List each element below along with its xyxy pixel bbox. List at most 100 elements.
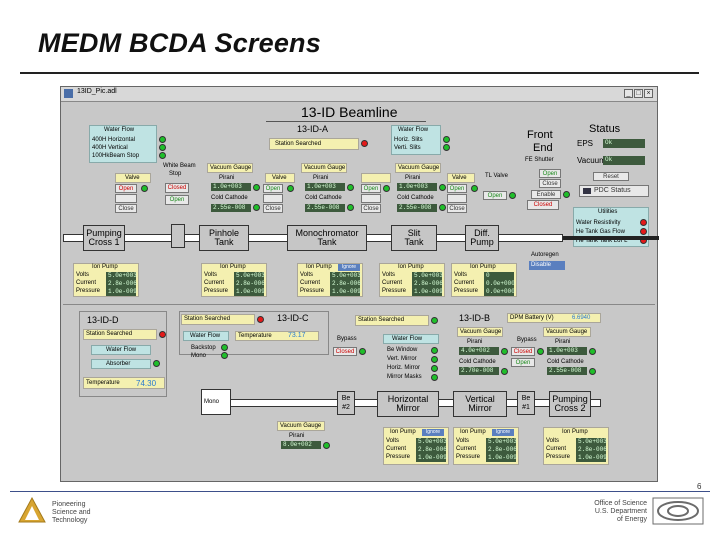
page-number: 6 — [697, 482, 702, 491]
gauge-led — [589, 348, 596, 355]
bypass-label: Bypass — [337, 336, 357, 342]
medm-window: 13ID_Pic.adl _ □ × 13-ID Beamline 13-ID-… — [60, 86, 659, 482]
fe-open-button[interactable]: Open — [539, 169, 561, 178]
idc-water-flow: Water Flow — [183, 331, 229, 341]
vacuum-label: Vacuum — [577, 156, 606, 165]
autoregen-select[interactable]: Disable — [529, 261, 565, 270]
valve-open-button[interactable] — [361, 194, 381, 203]
be-window-2[interactable]: Be #2 — [337, 391, 355, 415]
ignore-button[interactable]: Ignore — [422, 429, 444, 436]
front-end-title-1: Front — [527, 129, 553, 141]
mono-box[interactable]: Mono — [201, 389, 231, 415]
gauge-led — [501, 348, 508, 355]
valve-status-button[interactable]: Open — [447, 184, 467, 193]
bypass-led — [537, 348, 544, 355]
close-icon[interactable]: × — [644, 89, 653, 98]
ion-pump-panel: Ion Pump Volts Current Pressure 5.0e+003… — [201, 263, 267, 297]
cold-cathode-label: Cold Cathode — [397, 195, 434, 201]
bypass-state[interactable]: Closed — [333, 347, 357, 356]
water-flow-led — [159, 144, 166, 151]
pdc-status-button[interactable]: PDC Status — [579, 185, 649, 197]
valve-close-button[interactable]: Close — [115, 204, 137, 213]
beamline-title-underline — [266, 121, 426, 122]
tl-valve-status[interactable]: Open — [483, 191, 507, 200]
fe-closed-status: Closed — [527, 200, 559, 210]
ion-pump-panel: Ion Pump Volts Current Pressure 5.0e+003… — [73, 263, 139, 297]
vacuum-gauge-header: Vacuum Gauge — [395, 163, 441, 173]
water-flow-panel-1: Water Flow 400H Horizontal 400H Vertical… — [89, 125, 157, 163]
diff-pump[interactable]: Diff.Pump — [465, 225, 499, 251]
absorber-led — [153, 360, 160, 367]
utility-item: Water Resistivity — [576, 220, 621, 226]
reset-button[interactable]: Reset — [593, 172, 629, 181]
mirror-flow-led — [431, 374, 438, 381]
valve-close-button[interactable]: Close — [263, 204, 283, 213]
valve-header — [361, 173, 391, 183]
cold-cathode-value: 2.55e-008 — [305, 204, 345, 212]
white-beam-title: White Beam — [163, 163, 196, 169]
slide-title: MEDM BCDA Screens — [38, 28, 321, 58]
water-flow-panel-2: Water Flow Horiz. Slits Verti. Slits — [391, 125, 441, 155]
water-flow-led — [443, 136, 450, 143]
idd-label: 13-ID-D — [87, 315, 119, 325]
pirani-value: 1.0e+003 — [305, 183, 345, 191]
idc-station-box: Station Searched — [181, 314, 255, 325]
status-title: Status — [589, 123, 621, 135]
idd-station-box: Station Searched — [83, 329, 157, 340]
ion-pump-panel: Ion Pump Volts Current Pressure 0 0.0e+0… — [451, 263, 517, 297]
idc-flow-led — [221, 352, 228, 359]
pirani-value: 1.0e+003 — [397, 183, 437, 191]
valve-status-button[interactable]: Open — [263, 184, 283, 193]
ideb-bypass-open[interactable]: Open — [511, 358, 535, 367]
eps-value: Ok — [603, 139, 645, 148]
water-flow-title: Water Flow — [104, 127, 135, 133]
ignore-button[interactable]: Ignore — [492, 429, 514, 436]
cold-cathode-value: 2.55e-008 — [211, 204, 251, 212]
minimize-icon[interactable]: _ — [624, 89, 633, 98]
tl-valve-title: TL Valve — [485, 173, 509, 179]
ion-pump-panel: Ion Pump Volts Current Pressure 5.0e+003… — [379, 263, 445, 297]
valve-open-button[interactable] — [115, 194, 137, 203]
title-rule — [20, 72, 699, 74]
valve-open-button[interactable] — [447, 194, 467, 203]
valve-close-button[interactable]: Close — [361, 204, 381, 213]
be-window-1[interactable]: Be #1 — [517, 391, 535, 415]
autoregen-label: Autoregen — [531, 252, 559, 258]
valve-close-button[interactable]: Close — [447, 204, 467, 213]
valve-status-button[interactable]: Open — [361, 184, 381, 193]
ignore-button[interactable]: Ignore — [338, 264, 360, 271]
water-flow-item: 400H Horizontal — [92, 137, 136, 143]
valve-header: Valve — [115, 173, 151, 183]
pirani-label: Pirani — [219, 175, 235, 181]
water-flow-led — [159, 152, 166, 159]
white-beam-closed-button[interactable]: Closed — [165, 183, 189, 193]
fe-enable-button[interactable]: Enable — [531, 190, 561, 199]
valve-status-button[interactable]: Open — [115, 184, 137, 193]
idd-water-flow: Water Flow — [91, 345, 151, 355]
ideb-bypass-closed[interactable]: Closed — [511, 347, 535, 356]
utility-item: He Tank Tank LoFL — [576, 238, 628, 244]
valve-led — [471, 185, 478, 192]
maximize-icon[interactable]: □ — [634, 89, 643, 98]
window-titlebar[interactable]: 13ID_Pic.adl _ □ × — [61, 87, 657, 102]
water-flow-item: 100HkBeam Stop — [92, 153, 140, 159]
valve-open-button[interactable] — [263, 194, 283, 203]
white-beam-open-button[interactable]: Open — [165, 195, 189, 205]
utility-led — [640, 219, 647, 226]
fe-close-button[interactable]: Close — [539, 179, 561, 188]
section-divider — [63, 304, 655, 305]
idc-station-led — [257, 316, 264, 323]
cold-cathode-label: Cold Cathode — [305, 195, 342, 201]
doe-logo-icon — [652, 497, 704, 525]
dpm-battery: DPM Battery (V) 6.6940 — [507, 313, 601, 323]
valve-led — [141, 185, 148, 192]
argonne-logo-icon — [18, 497, 46, 523]
bypass-led — [359, 348, 366, 355]
